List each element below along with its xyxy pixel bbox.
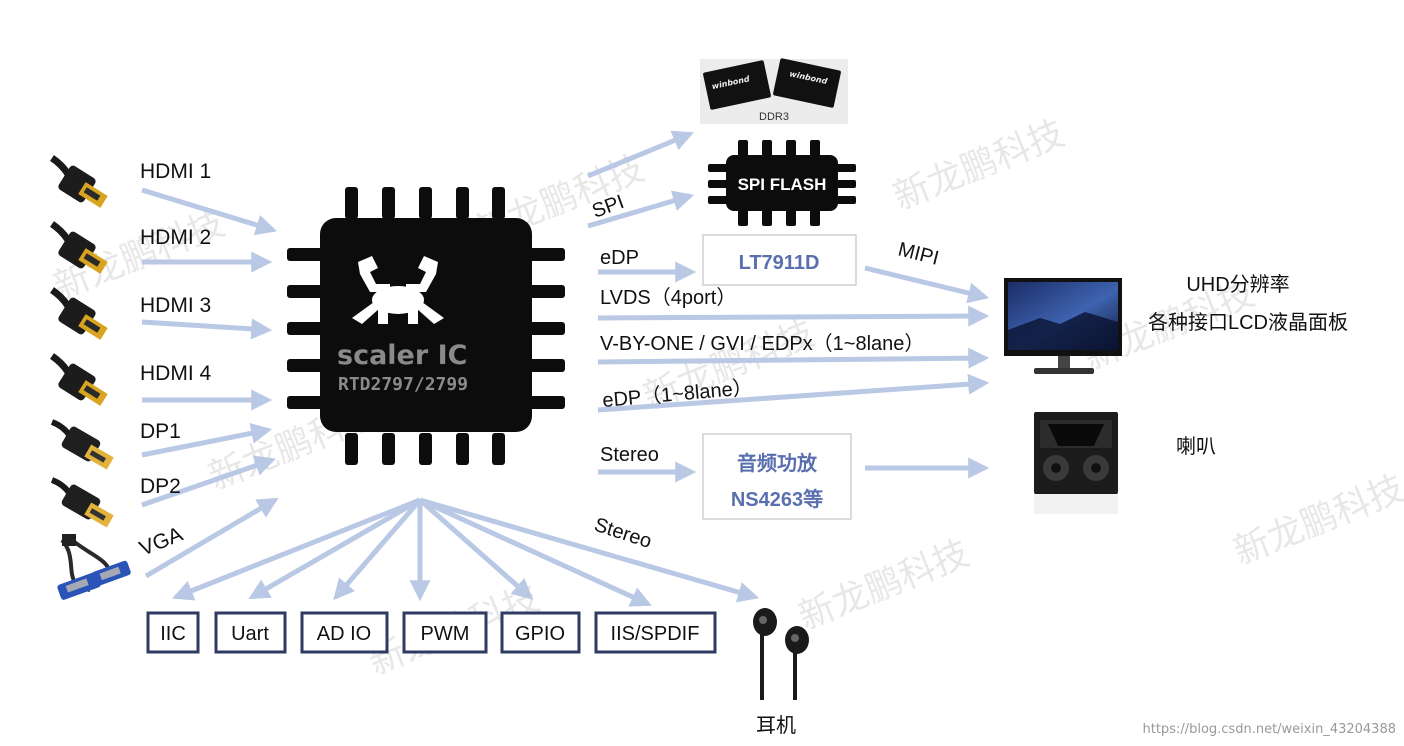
- watermark-1: 新龙鹏科技: [888, 113, 1070, 218]
- spi-flash-chip: SPI FLASH: [708, 140, 856, 226]
- peripheral-pwm: PWM: [421, 623, 470, 645]
- hdmi-plug-icon: [52, 158, 108, 208]
- peripheral-gpio: GPIO: [515, 623, 565, 645]
- arrow-edp-lanes: [597, 373, 990, 413]
- peripheral-iic: IIC: [160, 623, 186, 645]
- peripheral-adio: AD IO: [317, 623, 371, 645]
- lcd-monitor-icon: [1004, 278, 1122, 374]
- lt7911d-label: LT7911D: [739, 252, 820, 274]
- arrow-hdmi1: [141, 187, 278, 236]
- displayport-plug-icon: [52, 422, 114, 470]
- label-mipi: MIPI: [896, 239, 941, 270]
- arrow-iic: [172, 497, 421, 601]
- arrow-uart: [248, 497, 422, 600]
- source-credit: https://blog.csdn.net/weixin_43204388: [1142, 722, 1396, 737]
- label-vbyone: V-BY-ONE / GVI / EDPx（1~8lane）: [600, 332, 924, 355]
- label-hdmi4: HDMI 4: [140, 362, 211, 385]
- peripheral-iis: IIS/SPDIF: [611, 623, 700, 645]
- peripheral-box-pwm: [402, 611, 488, 654]
- peripheral-box-gpio: [500, 611, 581, 654]
- realtek-crab-logo-icon: [352, 256, 444, 324]
- headphone-label: 耳机: [756, 714, 796, 737]
- watermark-8: 新龙鹏科技: [793, 533, 975, 638]
- arrow-gpio: [418, 498, 534, 600]
- arrow-vbyone: [597, 347, 990, 369]
- arrow-ddr3: [587, 130, 694, 179]
- label-dp1: DP1: [140, 420, 181, 443]
- arrow-headphone: [419, 497, 760, 603]
- label-dp2: DP2: [140, 475, 181, 498]
- scaler-ic-chip: scaler IC RTD2797/2799: [287, 187, 565, 465]
- spi-flash-label: SPI FLASH: [738, 175, 827, 194]
- headphone-icon: [753, 608, 809, 700]
- chip-model: RTD2797/2799: [338, 374, 468, 395]
- speaker-label: 喇叭: [1176, 435, 1216, 458]
- ddr3-label: DDR3: [759, 111, 789, 123]
- watermark-7: 新龙鹏科技: [1228, 468, 1404, 573]
- arrow-spi: [587, 190, 695, 229]
- audio-amp-box: 音频功放 NS4263等: [702, 433, 852, 520]
- label-hdmi1: HDMI 1: [140, 160, 211, 183]
- ddr3-memory-image: winbond winbond DDR3: [700, 58, 848, 124]
- arrow-vga: [144, 497, 279, 579]
- input-connectors: [52, 158, 131, 600]
- label-lvds: LVDS（4port）: [600, 286, 736, 309]
- label-stereo: Stereo: [600, 444, 659, 466]
- amp-label-1: 音频功放: [737, 451, 818, 475]
- peripheral-uart: Uart: [231, 623, 269, 645]
- peripheral-box-uart: [214, 611, 287, 654]
- hdmi-plug-icon: [52, 356, 108, 406]
- lt7911d-box: LT7911D: [702, 234, 857, 286]
- arrow-hdmi3: [141, 318, 273, 340]
- panel-label-1: UHD分辨率: [1186, 273, 1289, 296]
- speaker-icon: [1034, 412, 1118, 514]
- panel-label-2: 各种接口LCD液晶面板: [1148, 311, 1348, 334]
- label-edp: eDP: [600, 247, 639, 269]
- arrow-iis: [418, 497, 652, 607]
- arrow-lvds: [597, 305, 990, 327]
- peripheral-boxes: [146, 611, 717, 654]
- peripheral-box-iic: [146, 611, 200, 654]
- arrow-dp1: [141, 422, 273, 458]
- peripheral-box-iis: [594, 611, 717, 654]
- arrow-mipi: [864, 265, 990, 304]
- chip-pins: [287, 187, 565, 465]
- label-hdmi3: HDMI 3: [140, 294, 211, 317]
- arrow-adio: [333, 498, 422, 601]
- peripheral-box-adio: [300, 611, 389, 654]
- vga-cable-icon: [57, 534, 131, 600]
- arrow-dp2: [141, 455, 276, 508]
- amp-label-2: NS4263等: [731, 487, 823, 511]
- peripheral-labels: IIC Uart AD IO PWM GPIO IIS/SPDIF: [160, 623, 699, 645]
- connection-arrows: [141, 130, 990, 607]
- displayport-plug-icon: [52, 480, 114, 528]
- label-stereo-headphone: Stereo: [591, 514, 654, 553]
- chip-name: scaler IC: [337, 340, 467, 371]
- label-hdmi2: HDMI 2: [140, 226, 211, 249]
